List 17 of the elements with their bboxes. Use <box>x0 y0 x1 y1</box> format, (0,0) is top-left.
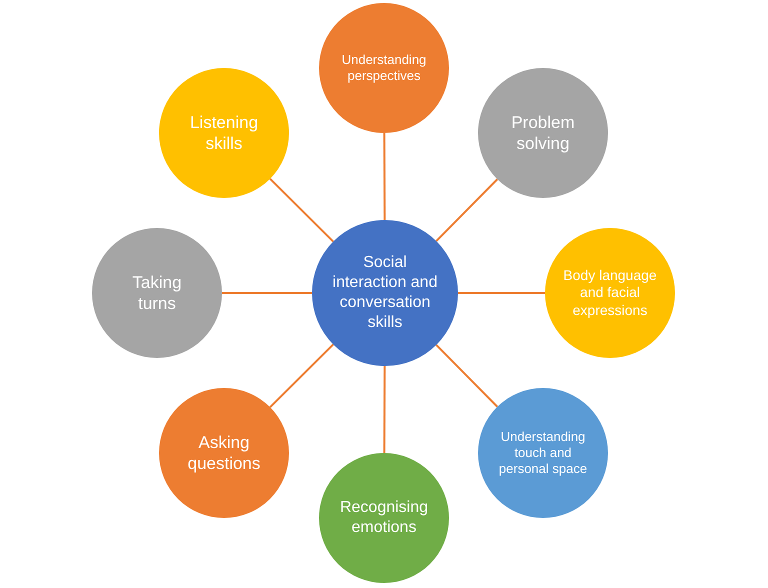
connector-line <box>222 292 312 294</box>
topic-label: Social interaction and conversation skills <box>332 253 438 333</box>
connector-line <box>436 344 498 408</box>
topic-label: Understanding perspectives <box>340 52 428 84</box>
connector-line <box>269 178 334 242</box>
topic-label: Body language and facial expressions <box>562 266 658 320</box>
topic-label: Listening skills <box>188 112 260 154</box>
topic-label: Problem solving <box>510 112 576 154</box>
connector-line <box>436 178 498 242</box>
connector-line <box>269 344 334 408</box>
connector-line <box>458 292 545 294</box>
topic-label: Asking questions <box>186 432 262 474</box>
connector-line <box>383 366 386 453</box>
topic-label: Taking turns <box>131 272 183 314</box>
topic-label: Understanding touch and personal space <box>498 428 588 478</box>
topic-label: Recognising emotions <box>338 498 430 538</box>
connector-line <box>383 133 386 220</box>
